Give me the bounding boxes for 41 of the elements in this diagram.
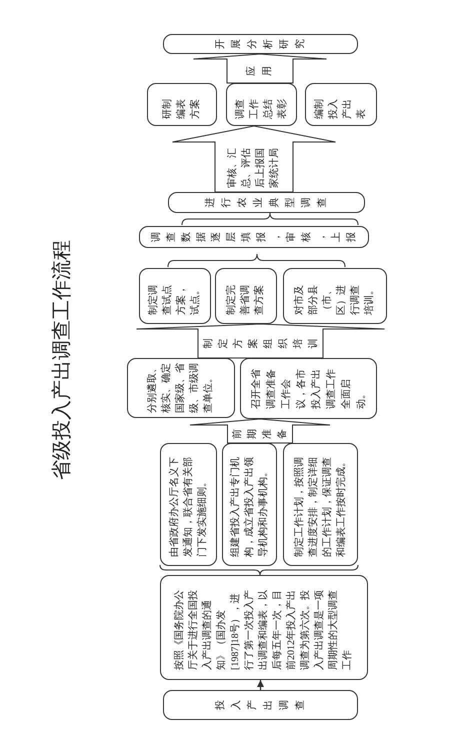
- step-text: 制定调查试点方案，试点。: [147, 284, 202, 315]
- diagram-title: 省级投入产出调查工作流程: [50, 240, 74, 480]
- process-box: [139, 268, 211, 324]
- step-text: 调查数据逐层填报，审核，上报: [150, 232, 358, 242]
- process-box: [163, 690, 358, 720]
- step-text: 由省政府办公厅名义下发通知，联合省有关部门下发实施细则。: [168, 456, 208, 557]
- step-text: 组建省投入产出专门机构，成立省投入产出领导机构和办事机构。: [228, 456, 270, 557]
- step-text: 分别遴取、核实、确定国家级、省级、市级调查单位。: [146, 363, 215, 413]
- block-arrow: [172, 126, 336, 192]
- step-text: 投入产出调查: [214, 700, 306, 710]
- edge-label: 前期准备: [231, 429, 289, 439]
- step-text: 调查工作总结表彰: [234, 98, 288, 119]
- step-text: 编制投入产出表: [313, 98, 368, 119]
- process-box: [240, 358, 377, 419]
- arrow: [257, 680, 264, 690]
- process-box: [160, 443, 217, 566]
- step-text: 对市及部分县（市、区）进行调查培训。: [293, 284, 376, 315]
- block-arrow: [193, 54, 327, 84]
- process-box: [305, 83, 377, 126]
- process-box: [127, 358, 235, 418]
- process-box: [215, 268, 277, 324]
- process-box: [226, 83, 297, 126]
- edge-label: 制定方案组织培训: [202, 338, 320, 348]
- step-text: 制定完善省调查方案: [225, 284, 266, 315]
- process-box: [160, 575, 368, 680]
- block-arrow: [136, 324, 385, 358]
- process-box: [222, 443, 277, 566]
- step-text: 进行农业典型调查: [204, 198, 328, 208]
- process-box: [147, 83, 217, 126]
- step-text: 按照《国务院办公厅关于进行全国投入产出调查的通知》（国办发[1987]18号），进行了第一次投入产出调查和编表，以后每五年一次，目前2012年投入产出调查为第六次。投入产出调查是一项周期性的大型调查工作: [173, 589, 354, 670]
- edge-label: 应用: [244, 66, 274, 76]
- step-text: 研制编表方案: [161, 98, 202, 119]
- process-box: [139, 226, 369, 248]
- process-box: [168, 192, 365, 213]
- edge-label: 审核、汇总、评估后上报国家统计局: [226, 147, 281, 188]
- step-text: 开展分析研究: [214, 39, 306, 49]
- process-box: [163, 34, 358, 54]
- step-text: 召开全省调查准备工作会议，各市投入产出调查工作全面启动。: [250, 368, 368, 409]
- step-text: 制定工作计划，按照调查进度安排，制定详细的工作计划，保证调查和编表工作按时完成。: [292, 456, 348, 557]
- process-box: [283, 443, 358, 566]
- process-box: [283, 268, 387, 324]
